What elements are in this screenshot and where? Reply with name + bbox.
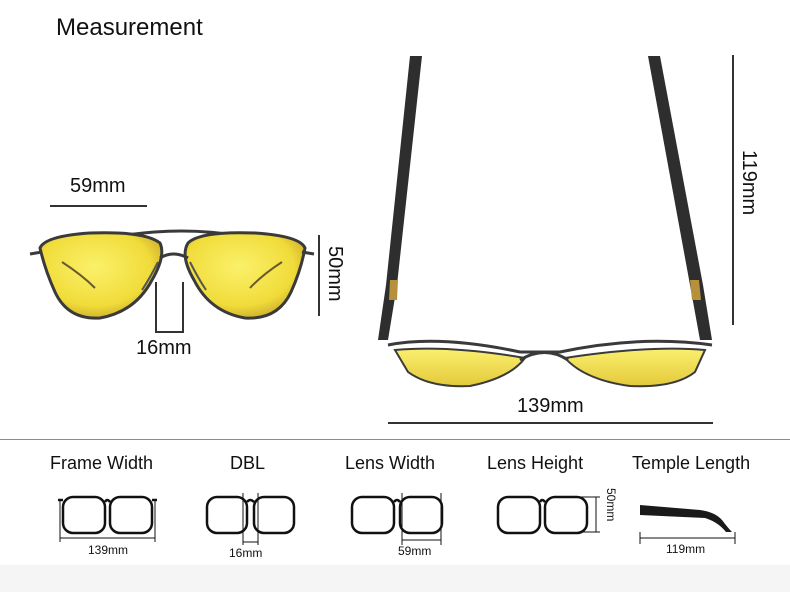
dbl-diagram — [205, 495, 296, 535]
section-divider — [0, 439, 790, 440]
guide-temple-length-title: Temple Length — [632, 453, 751, 473]
footer-band — [0, 565, 790, 592]
guide-temple-length-value: 119mm — [666, 542, 706, 556]
guide-lens-width-title: Lens Width — [345, 453, 436, 473]
guide-dbl-title: DBL — [230, 453, 266, 473]
lens-height-diagram — [496, 495, 589, 535]
guide-lens-height-value: 50mm — [604, 488, 618, 522]
bridge-label: 16mm — [136, 337, 192, 359]
lens-width-diagram — [350, 495, 444, 535]
frame-width-diagram — [58, 495, 157, 535]
temple-length-label: 119mm — [738, 150, 760, 216]
page-title: Measurement — [56, 14, 203, 41]
guide-lens-width-value: 59mm — [398, 544, 432, 558]
lens-height-label: 50mm — [324, 246, 346, 302]
top-view-glasses — [378, 55, 734, 424]
guide-frame-width-value: 139mm — [88, 543, 129, 557]
temple-length-diagram — [640, 505, 732, 532]
guide-dbl-value: 16mm — [229, 546, 263, 560]
front-view-glasses — [29, 205, 320, 333]
frame-width-label: 139mm — [517, 395, 584, 417]
lens-width-label: 59mm — [70, 175, 126, 197]
guide-lens-height-title: Lens Height — [487, 453, 584, 473]
guide-frame-width-title: Frame Width — [50, 453, 154, 473]
